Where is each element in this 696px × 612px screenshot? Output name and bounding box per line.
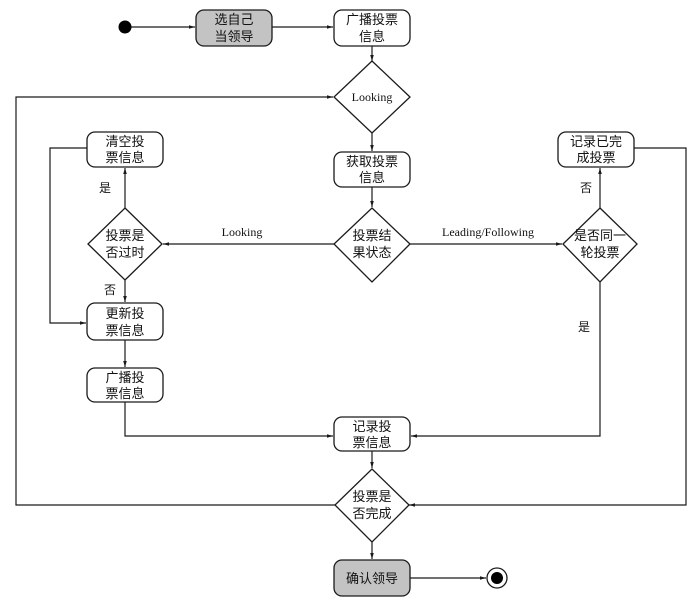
node-line: 票信息 [105, 386, 144, 402]
node-line: 票信息 [352, 435, 391, 451]
node-line: 是否同一 [574, 229, 626, 244]
node-line: 记录已完 [570, 135, 622, 150]
node-line: 获取投票 [346, 154, 398, 170]
decision-expired: 投票是 否过时 [87, 207, 163, 281]
node-line: 选自己 [214, 13, 253, 28]
edge-record-done-to-complete [409, 147, 687, 507]
action-clear-vote: 清空投 票信息 [86, 131, 164, 168]
node-line: 投票结 [352, 228, 391, 244]
action-record-vote: 记录投 票信息 [333, 416, 411, 452]
node-line: 票信息 [105, 150, 144, 166]
node-line: 票信息 [105, 323, 144, 339]
node-line: 记录投 [352, 419, 391, 435]
decision-same-round: 是否同一 轮投票 [562, 207, 638, 283]
decision-vote-complete: 投票是 否完成 [334, 468, 410, 543]
node-line: Looking [352, 90, 393, 104]
decision-vote-state: 投票结 果状态 [333, 207, 411, 283]
action-self-leader: 选自己 当领导 [195, 9, 273, 47]
edge-label-no-left: 否 [104, 283, 116, 297]
edges [15, 25, 687, 580]
action-update-vote: 更新投 票信息 [86, 302, 164, 341]
final-node [486, 567, 508, 589]
edge-label-yes-right: 是 [578, 320, 590, 334]
edge-label-looking: Looking [222, 225, 263, 239]
node-line: 否过时 [105, 246, 144, 261]
node-line: 确认领导 [346, 572, 398, 587]
action-broadcast-top: 广播投票 信息 [333, 9, 411, 47]
node-line: 成投票 [576, 150, 615, 166]
action-broadcast-left: 广播投 票信息 [86, 367, 164, 403]
action-confirm-leader: 确认领导 [333, 559, 411, 597]
edge-same-round-to-record [411, 282, 601, 438]
action-get-vote: 获取投票 信息 [333, 151, 411, 188]
edge-label-yes-left: 是 [99, 181, 111, 195]
node-line: 信息 [359, 29, 385, 45]
node-line: 广播投 [105, 370, 144, 386]
edge-labels: Looking Leading/Following 是 否 否 是 [99, 181, 592, 334]
edge-label-no-right: 否 [580, 181, 592, 195]
node-line: 投票是 [352, 489, 391, 505]
action-record-done: 记录已完 成投票 [557, 131, 635, 168]
node-line: 轮投票 [580, 245, 619, 261]
node-line: 清空投 [105, 134, 144, 150]
edge-complete-to-looking [15, 95, 335, 506]
edge-label-leading-following: Leading/Following [442, 225, 534, 239]
node-line: 当领导 [214, 30, 253, 45]
node-line: 果状态 [352, 246, 391, 261]
edge-broadcast-left-to-record [124, 402, 333, 438]
decision-looking: Looking [333, 60, 411, 134]
edge-clear-to-update [49, 147, 87, 325]
node-line: 投票是 [105, 228, 144, 244]
node-line: 广播投票 [346, 12, 398, 28]
node-line: 否完成 [352, 507, 391, 522]
node-line: 更新投 [105, 306, 144, 322]
node-line: 信息 [359, 170, 385, 186]
initial-node [118, 20, 132, 34]
